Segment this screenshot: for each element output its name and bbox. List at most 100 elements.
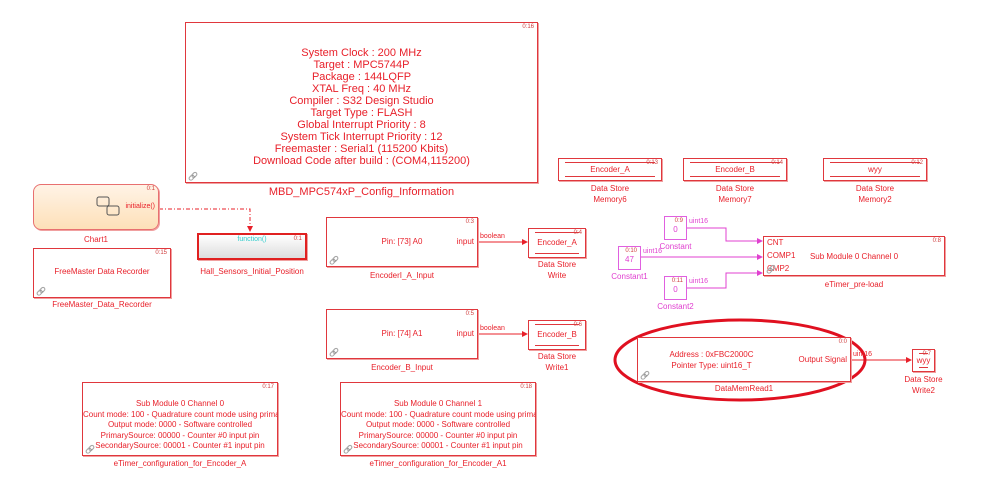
block-priority: 0:9 <box>674 218 683 224</box>
block-text: wyy <box>824 165 926 176</box>
library-link-icon: 🔗 <box>188 172 198 181</box>
block-priority: 0:4 <box>573 230 582 236</box>
block-text: wyy <box>913 356 934 367</box>
block-text-line: Target Type : FLASH <box>310 107 413 119</box>
block-name[interactable]: Data Store Memory2 <box>855 184 895 204</box>
block-priority: 0:17 <box>262 384 274 390</box>
block-text-line: Count mode: 100 - Quadrature count mode … <box>341 409 535 419</box>
block-name[interactable]: eTimer_configuration_for_Encoder_A <box>113 459 247 468</box>
block-name[interactable]: EncoderI_A_Input <box>369 271 435 280</box>
block-text-line: Output mode: 0000 - Software controlled <box>365 420 511 429</box>
signal-datatype-label: boolean <box>480 233 505 240</box>
block-text-line: XTAL Freq : 40 MHz <box>311 83 412 95</box>
block-text-line: Sub Module 0 Channel 0 <box>135 399 225 408</box>
block-text: 0 <box>665 285 686 296</box>
signal-datatype-label: uint16 <box>853 351 873 358</box>
block-text-line: Pin: [73] A0 <box>381 237 423 246</box>
signal-datatype-label: boolean <box>480 325 505 332</box>
block-text-line: wyy <box>868 165 882 174</box>
block-text: Encoder_A <box>559 165 661 176</box>
block-name[interactable]: Data Store Write2 <box>904 375 943 395</box>
block-priority: 0:3 <box>465 219 474 225</box>
block-name[interactable]: Data Store Memory6 <box>590 184 630 204</box>
block-name[interactable]: Constant2 <box>657 302 694 311</box>
output-port-label: input <box>456 237 474 246</box>
block-text-line: Freemaster : Serial1 (115200 Kbits) <box>274 143 449 155</box>
block-text-line: Pointer Type: uint16_T <box>671 360 752 370</box>
library-link-icon: 🔗 <box>640 371 650 380</box>
block-text-line: SecondarySource: 00001 - Counter #1 inpu… <box>353 441 523 450</box>
block-name[interactable]: Chart1 <box>83 235 108 244</box>
block-text-line: Download Code after build : (COM4,115200… <box>253 155 470 167</box>
block-text-line: 0 <box>673 285 678 294</box>
block-priority: 0:7 <box>922 351 931 357</box>
signal-constant2[interactable] <box>687 270 763 289</box>
block-text-line: wyy <box>916 356 931 365</box>
function-call-line[interactable] <box>159 208 253 232</box>
block-chart1[interactable]: 0:1 initialize() <box>33 184 159 230</box>
block-text-line: Encoder_A <box>590 165 630 174</box>
block-text-line: Encoder_B <box>715 165 755 174</box>
block-name[interactable]: Hall_Sensors_Initial_Position <box>200 267 304 276</box>
block-text: Pin: [74] A1 <box>327 329 477 340</box>
signal-datatype-label: uint16 <box>643 248 663 255</box>
block-name[interactable]: DataMemRead1 <box>714 384 774 393</box>
block-priority: 0:18 <box>520 384 532 390</box>
block-text-line: Package : 144LQFP <box>311 71 412 83</box>
chart-output-port: initialize() <box>125 203 155 210</box>
block-text-line: 47 <box>625 255 634 264</box>
library-link-icon: 🔗 <box>343 445 353 454</box>
block-name[interactable]: MBD_MPC574xP_Config_Information <box>268 186 455 198</box>
block-text-line: Count mode: 100 - Quadrature count mode … <box>83 409 277 419</box>
block-priority: 0:15 <box>155 250 167 256</box>
signal-datatype-label: uint16 <box>689 218 709 225</box>
input-port-label: CMP2 <box>767 264 790 273</box>
block-name[interactable]: Constant1 <box>611 272 648 281</box>
signal-constant[interactable] <box>687 227 763 244</box>
block-text-line: Global Interrupt Priority : 8 <box>297 119 426 131</box>
block-text-line: System Clock : 200 MHz <box>301 47 422 59</box>
input-port-label: COMP1 <box>767 251 796 260</box>
block-priority: 0:14 <box>771 160 783 166</box>
block-name[interactable]: Data Store Memory7 <box>715 184 755 204</box>
block-name[interactable]: FreeMaster_Data_Recorder <box>52 300 152 309</box>
signal-datatype-label: uint16 <box>689 278 709 285</box>
block-name[interactable]: Encoder_B_Input <box>371 363 433 372</box>
block-name[interactable]: Data Store Write <box>537 260 577 280</box>
block-name[interactable]: Data Store Write1 <box>537 352 577 372</box>
block-text: Pin: [73] A0 <box>327 237 477 248</box>
block-priority: 0:13 <box>646 160 658 166</box>
block-name[interactable]: eTimer_configuration_for_Encoder_A1 <box>369 459 507 468</box>
block-text: 47 <box>619 255 640 266</box>
block-priority: 0:6 <box>573 322 582 328</box>
block-priority: 0:8 <box>932 238 941 244</box>
block-name[interactable]: Constant <box>659 242 692 251</box>
block-name[interactable]: eTimer_pre-load <box>824 280 884 289</box>
trigger-port-label: function() <box>237 236 267 243</box>
block-text-line: System Tick Interrupt Priority : 12 <box>280 131 443 143</box>
block-text-line: Target : MPC5744P <box>313 59 410 71</box>
block-priority: 0:1 <box>146 186 155 192</box>
block-text-line: Sub Module 0 Channel 1 <box>393 399 483 408</box>
